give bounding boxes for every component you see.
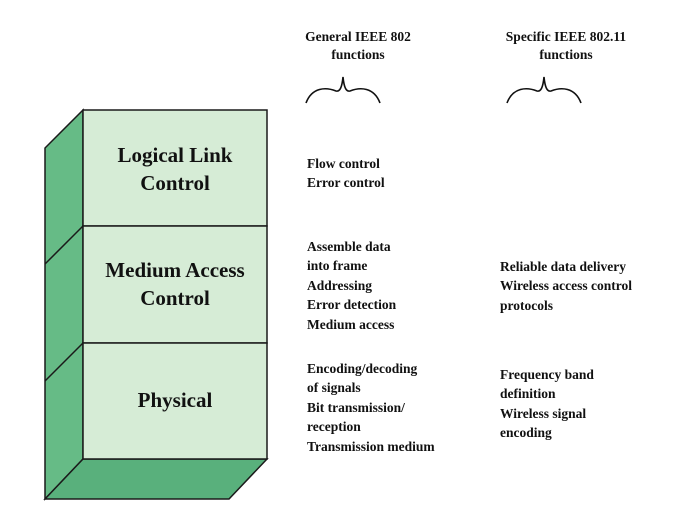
function-item: Wireless access control <box>500 278 632 294</box>
general-brace-icon <box>305 76 381 104</box>
layer-box-llc <box>82 109 268 227</box>
function-item: protocols <box>500 297 553 313</box>
function-item: Medium access <box>307 316 395 332</box>
function-item: encoding <box>500 425 552 441</box>
function-item: Encoding/decoding <box>307 361 418 376</box>
layer-box-physical <box>82 342 268 460</box>
function-item: Assemble data <box>307 239 391 254</box>
function-item: Addressing <box>307 277 373 293</box>
layer-name-llc: Logical Link Control <box>117 143 233 195</box>
function-item: Flow control <box>307 156 380 171</box>
specific-brace-icon <box>506 76 582 104</box>
side-divider-2 <box>44 342 84 382</box>
general-functions-heading: General IEEE 802 functions <box>305 29 411 62</box>
function-item: of signals <box>307 380 361 396</box>
function-item: Frequency band <box>500 367 594 382</box>
function-item: Reliable data delivery <box>500 259 626 274</box>
function-item: reception <box>307 419 361 435</box>
stack-bottom-face <box>43 458 269 500</box>
function-item: definition <box>500 386 556 402</box>
function-item: Transmission medium <box>307 438 435 454</box>
function-item: Bit transmission/ <box>307 399 405 415</box>
function-item: Error detection <box>307 297 397 313</box>
specific-functions-heading: Specific IEEE 802.11 functions <box>505 29 627 62</box>
function-item: into frame <box>307 258 368 274</box>
layer-name-mac: Medium Access Control <box>105 258 245 310</box>
stack-side-face <box>44 108 84 501</box>
layer-name-physical: Physical <box>137 388 213 412</box>
function-item: Wireless signal <box>500 405 587 421</box>
function-item: Error control <box>307 175 385 191</box>
side-divider-1 <box>44 225 84 265</box>
